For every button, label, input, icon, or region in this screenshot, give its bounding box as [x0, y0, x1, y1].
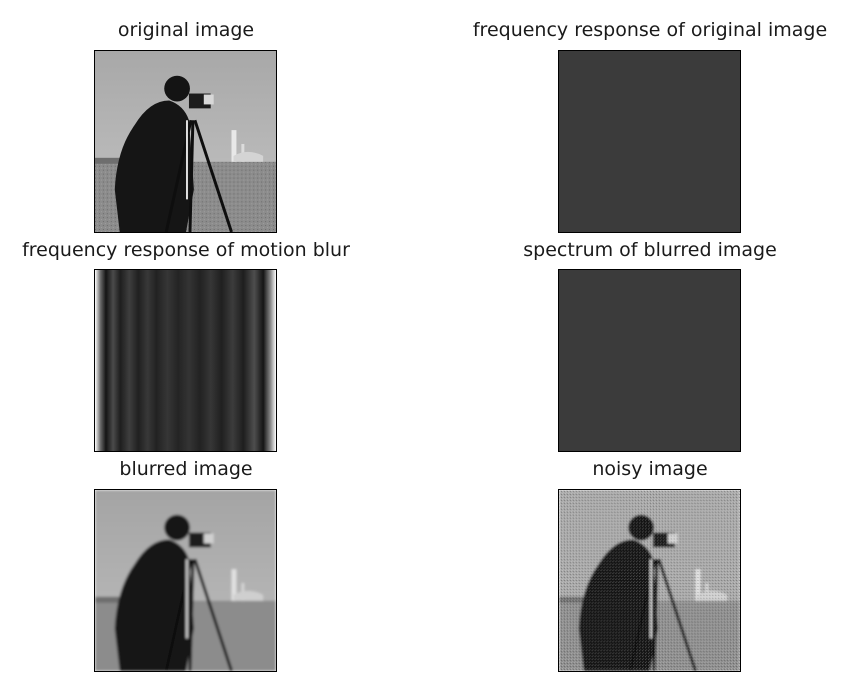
cameraman-photo: [95, 51, 276, 232]
title-noisy-image: noisy image: [592, 458, 708, 480]
title-frequency-response-motion-blur: frequency response of motion blur: [22, 239, 350, 261]
panel-spectrum-blurred-image: [558, 269, 741, 452]
panel-noisy-image: [558, 489, 741, 672]
panel-frequency-response-motion-blur: [94, 269, 277, 452]
title-original-image: original image: [117, 19, 255, 41]
title-spectrum-blurred-image: spectrum of blurred image: [523, 239, 777, 261]
title-frequency-response-original: frequency response of original image: [472, 19, 828, 41]
panel-original-image: [94, 50, 277, 233]
motion-blur-stripes: [95, 270, 276, 451]
noisy-cameraman-photo: [559, 490, 740, 671]
panel-frequency-response-original: [558, 50, 741, 233]
title-blurred-image: blurred image: [119, 458, 253, 480]
blurred-cameraman-photo: [95, 490, 276, 671]
panel-blurred-image: [94, 489, 277, 672]
